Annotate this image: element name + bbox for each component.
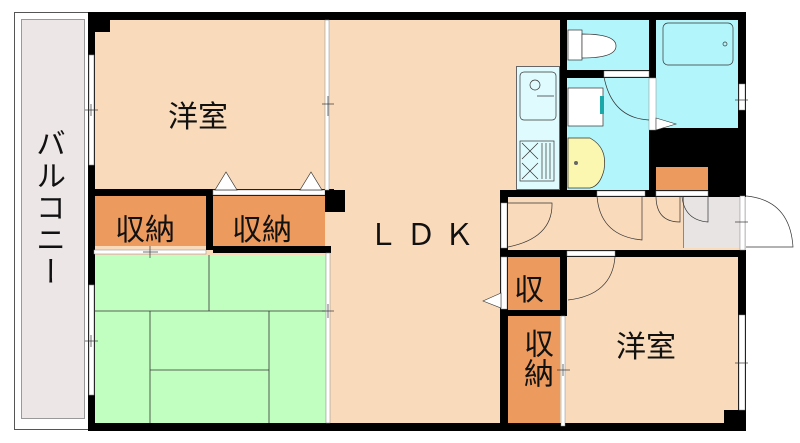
storage-3-label: 収 <box>514 273 544 308</box>
shoe-cabinet <box>656 167 708 191</box>
storage-1 <box>94 196 206 246</box>
bathtub-icon <box>662 22 734 66</box>
sink-icon <box>519 71 557 121</box>
storage-2-label: 収納 <box>232 213 292 248</box>
washbasin-icon <box>567 137 606 189</box>
western-room-1 <box>94 18 328 190</box>
western-room-2-label: 洋室 <box>616 330 676 365</box>
balcony-label: バルコニー <box>30 128 65 288</box>
storage-4 <box>508 316 560 426</box>
storage-1-label: 収納 <box>115 213 175 248</box>
storage-4-label: 収納 <box>518 328 553 388</box>
western-room-1-label: 洋室 <box>168 100 228 135</box>
storage-3 <box>508 257 560 311</box>
toilet-icon <box>567 29 617 61</box>
entrance <box>683 196 739 248</box>
tatami-room <box>94 255 325 425</box>
ldk-label: ＬＤＫ <box>368 218 482 253</box>
bathroom <box>656 20 738 130</box>
balcony <box>14 12 90 430</box>
kitchen-counter <box>516 66 560 190</box>
stove-icon <box>519 140 555 182</box>
washing-machine-icon <box>567 87 604 127</box>
storage-2 <box>213 196 325 246</box>
